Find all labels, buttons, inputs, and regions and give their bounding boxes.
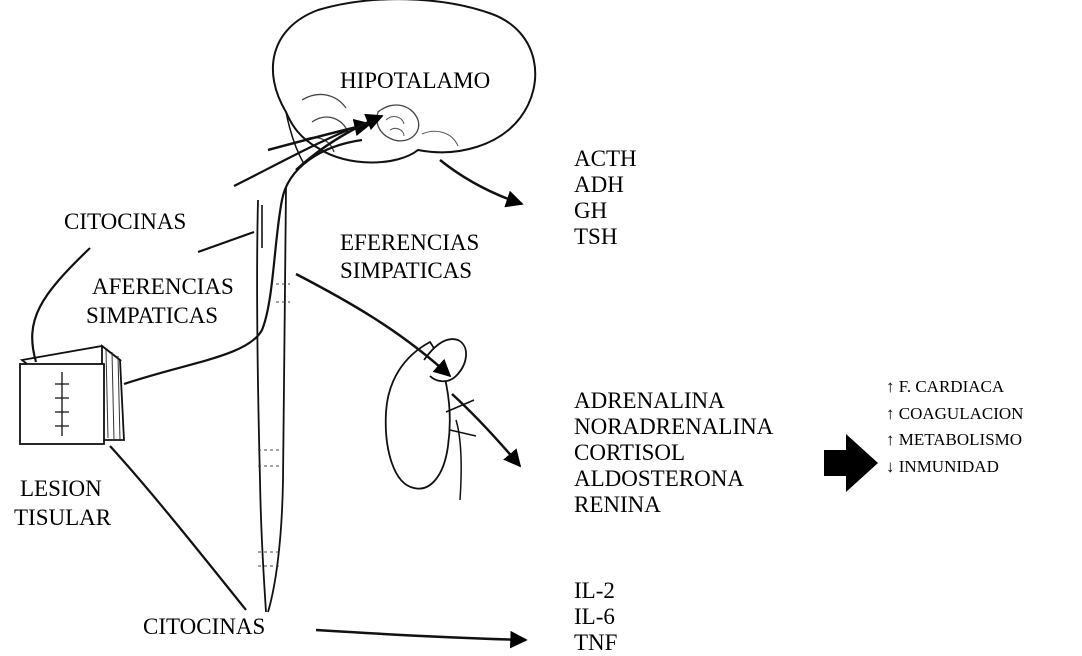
hipotalamo-label: HIPOTALAMO xyxy=(340,68,490,94)
effect-arrow xyxy=(824,434,878,492)
hormone-item: ACTH xyxy=(574,146,637,172)
interleukin-list: IL-2 IL-6 TNF xyxy=(574,578,617,656)
aferencias-simpaticas-label: SIMPATICAS xyxy=(86,303,218,329)
citocinas-bottom-label: CITOCINAS xyxy=(143,614,265,640)
cytokine-item: TNF xyxy=(574,630,617,656)
hormone-item: TSH xyxy=(574,224,637,250)
hormone-item: NORADRENALINA xyxy=(574,414,773,440)
cytokine-item: IL-2 xyxy=(574,578,617,604)
hormone-item: GH xyxy=(574,198,637,224)
citocinas-top-label: CITOCINAS xyxy=(64,209,186,235)
lesion-label: LESION xyxy=(20,476,102,502)
aferencias-label: AFERENCIAS xyxy=(92,274,234,300)
physiological-effects-list: ↑ F. CARDIACA ↑ COAGULACION ↑ METABOLISM… xyxy=(886,374,1023,480)
hormone-item: ADRENALINA xyxy=(574,388,773,414)
effect-item: ↑ METABOLISMO xyxy=(886,427,1023,454)
cytokine-item: IL-6 xyxy=(574,604,617,630)
tisular-label: TISULAR xyxy=(14,505,111,531)
hormone-item: ALDOSTERONA xyxy=(574,466,773,492)
effect-item: ↑ COAGULACION xyxy=(886,401,1023,428)
effect-item: ↑ F. CARDIACA xyxy=(886,374,1023,401)
pituitary-hormone-list: ACTH ADH GH TSH xyxy=(574,146,637,250)
effect-item: ↓ INMUNIDAD xyxy=(886,454,1023,481)
hormone-item: ADH xyxy=(574,172,637,198)
spinal-cord-drawing xyxy=(257,188,290,612)
hormone-item: CORTISOL xyxy=(574,440,773,466)
hormone-item: RENINA xyxy=(574,492,773,518)
eferencias-label: EFERENCIAS xyxy=(340,230,479,256)
eferencias-simpaticas-label: SIMPATICAS xyxy=(340,258,472,284)
adrenal-hormone-list: ADRENALINA NORADRENALINA CORTISOL ALDOST… xyxy=(574,388,773,518)
kidney-adrenal-drawing xyxy=(386,339,476,500)
